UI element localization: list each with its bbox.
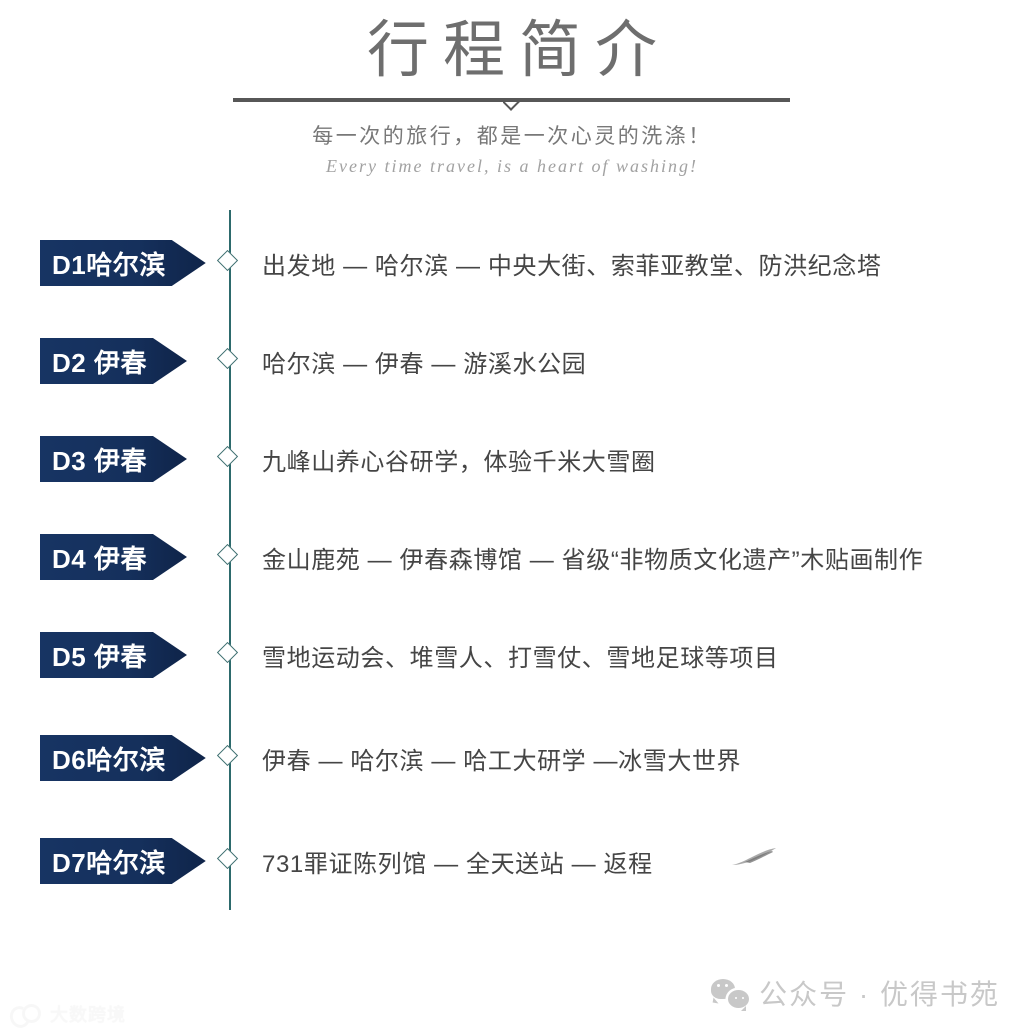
day-badge-d5[interactable]: D5 伊春 [40, 632, 187, 678]
title-divider [233, 98, 790, 102]
day-badge-d7[interactable]: D7哈尔滨 [40, 838, 206, 884]
itinerary-row-text: 金山鹿苑 — 伊春森博馆 — 省级“非物质文化遗产”木贴画制作 [262, 546, 924, 574]
subtitle-english: Every time travel, is a heart of washing… [326, 156, 698, 176]
itinerary-row-text: 哈尔滨 — 伊春 — 游溪水公园 [262, 350, 587, 378]
day-badge-d6[interactable]: D6哈尔滨 [40, 735, 206, 781]
timeline-node-diamond-icon [216, 249, 239, 272]
brand-watermark: 大数跨境 [6, 1001, 126, 1031]
itinerary-row: D1哈尔滨 出发地 — 哈尔滨 — 中央大街、索菲亚教堂、防洪纪念塔 [0, 240, 1024, 286]
timeline-node-diamond-icon [216, 543, 239, 566]
itinerary-row: D6哈尔滨 伊春 — 哈尔滨 — 哈工大研学 —冰雪大世界 [0, 735, 1024, 781]
brand-label: 大数跨境 [50, 1005, 126, 1025]
day-badge-d3[interactable]: D3 伊春 [40, 436, 187, 482]
wechat-account-label: 公众号 · 优得书苑 [759, 979, 1000, 1010]
day-badge-d4[interactable]: D4 伊春 [40, 534, 187, 580]
itinerary-row: D4 伊春 金山鹿苑 — 伊春森博馆 — 省级“非物质文化遗产”木贴画制作 [0, 534, 1024, 580]
header: 行程简介 每一次的旅行，都是一次心灵的洗涤！ Every time travel… [0, 0, 1024, 200]
bullet-train-icon [732, 848, 776, 865]
timeline-node-diamond-icon [216, 347, 239, 370]
wechat-icon [711, 978, 750, 1011]
itinerary-row-text: 雪地运动会、堆雪人、打雪仗、雪地足球等项目 [262, 644, 779, 672]
timeline-node-diamond-icon [216, 445, 239, 468]
itinerary-row-text: 出发地 — 哈尔滨 — 中央大街、索菲亚教堂、防洪纪念塔 [262, 252, 882, 280]
timeline-node-diamond-icon [216, 847, 239, 870]
page-title: 行程简介 [366, 17, 671, 85]
itinerary-row: D2 伊春 哈尔滨 — 伊春 — 游溪水公园 [0, 338, 1024, 384]
subtitle-chinese: 每一次的旅行，都是一次心灵的洗涤！ [312, 125, 712, 148]
day-badge-d1[interactable]: D1哈尔滨 [40, 240, 206, 286]
wechat-watermark: 公众号 · 优得书苑 [711, 973, 1000, 1013]
itinerary-row: D5 伊春 雪地运动会、堆雪人、打雪仗、雪地足球等项目 [0, 632, 1024, 678]
timeline-node-diamond-icon [216, 744, 239, 767]
itinerary-row-text: 伊春 — 哈尔滨 — 哈工大研学 —冰雪大世界 [262, 747, 742, 775]
brand-logo-icon [6, 1003, 44, 1031]
itinerary-row-text: 731罪证陈列馆 — 全天送站 — 返程 [262, 850, 653, 878]
itinerary-row: D3 伊春 九峰山养心谷研学，体验千米大雪圈 [0, 436, 1024, 482]
day-badge-d2[interactable]: D2 伊春 [40, 338, 187, 384]
itinerary-row-text: 九峰山养心谷研学，体验千米大雪圈 [262, 448, 656, 476]
timeline-node-diamond-icon [216, 641, 239, 664]
itinerary-row: D7哈尔滨 731罪证陈列馆 — 全天送站 — 返程 [0, 838, 1024, 884]
